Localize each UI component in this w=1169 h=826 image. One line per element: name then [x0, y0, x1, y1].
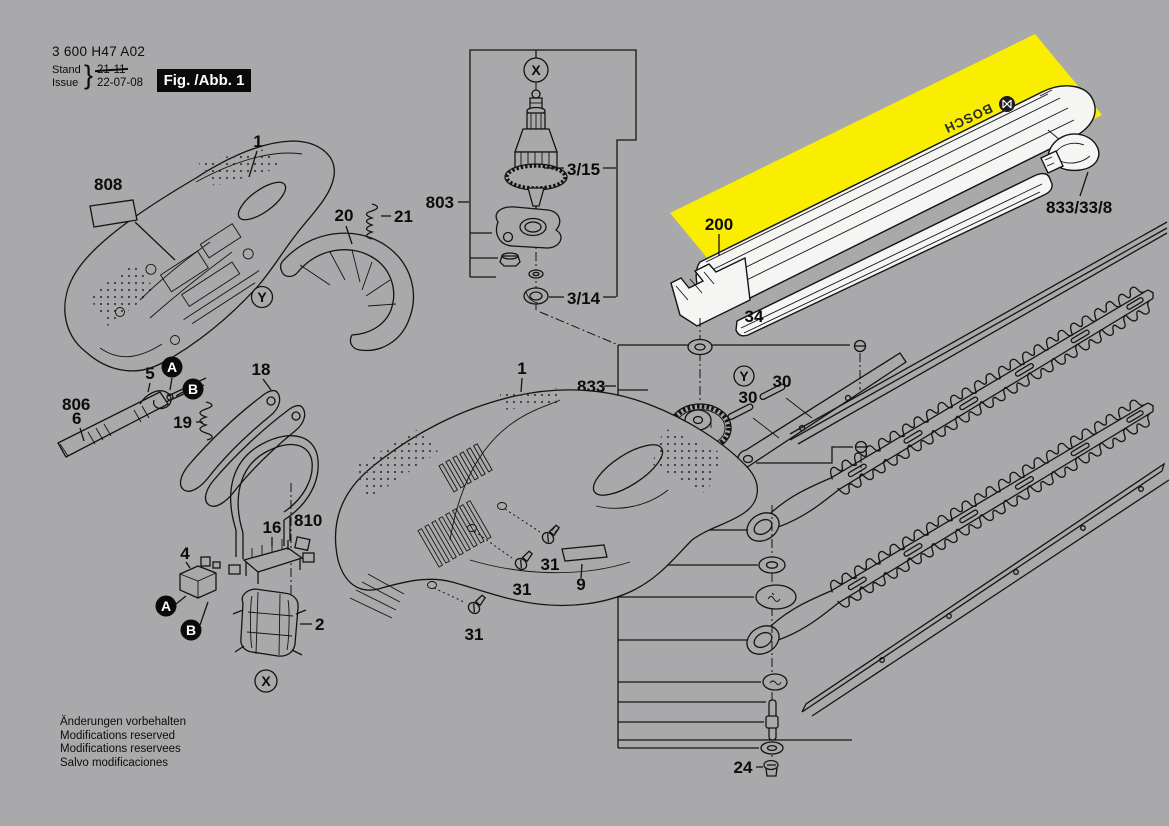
label-trigger-lever: 18: [252, 360, 271, 379]
svg-text:A: A: [167, 359, 177, 375]
svg-text:B: B: [186, 622, 196, 638]
label-motor-unit: 803: [426, 193, 454, 212]
guide-rail-34-drawing: [735, 172, 1053, 337]
nut-washer-bearing-drawing: [499, 252, 549, 305]
wing-nut-drawing: [1040, 133, 1100, 197]
spring-21-drawing: [365, 203, 379, 240]
mounting-plate-drawing: [495, 206, 562, 249]
label-bearing: 3/14: [567, 289, 601, 308]
detail-ref-b-upper: [182, 378, 204, 400]
cover-plate-9-drawing: [561, 544, 608, 579]
detail-ref-a-upper: [161, 356, 183, 378]
pin-30-upper-drawing: [759, 383, 786, 401]
pin-30-lower-drawing: [727, 403, 754, 421]
label-spring-21: 21: [394, 207, 413, 226]
label-cord-assembly: 806: [62, 395, 90, 414]
type-number: 3 600 H47 A02: [52, 44, 146, 59]
link-bar-drawing: [737, 352, 907, 469]
svg-text:X: X: [531, 62, 541, 78]
detail-ref-b-lower: [180, 619, 202, 641]
electronic-module-drawing: [228, 539, 315, 584]
stator-drawing: [232, 588, 307, 657]
svg-text:X: X: [261, 673, 271, 689]
label-suppressor: 810: [294, 511, 322, 530]
suppressor-drawing: [294, 536, 311, 552]
washer-chain-drawing: [755, 556, 797, 777]
notice-line-en: Modifications reserved: [60, 729, 176, 742]
stand-label: Stand: [52, 64, 81, 76]
spring-19-drawing: [199, 401, 213, 441]
handle-guard-20-drawing: [279, 232, 415, 352]
label-housing-right: 1: [517, 359, 526, 378]
svg-text:A: A: [161, 598, 171, 614]
label-electronic-module: 16: [263, 518, 282, 537]
modifications-notice: Änderungen vorbehalten Modifications res…: [60, 716, 186, 770]
label-screw-31-b: 31: [513, 580, 532, 599]
cable-clip-5-drawing: [139, 390, 172, 410]
bail-frame-drawing: [230, 435, 319, 534]
brace-glyph: }: [84, 60, 94, 90]
rail-screws-drawing: [756, 339, 868, 472]
bottom-support-rail-drawing: [801, 462, 1169, 717]
stand-date-struck: 21-11: [97, 64, 126, 76]
motor-assembly-803: X: [469, 49, 637, 345]
label-handle-guard: 20: [335, 206, 354, 225]
issue-label: Issue: [52, 77, 79, 89]
revision-dates: 21-11 22-07-08: [97, 64, 143, 90]
svg-text:Y: Y: [739, 368, 749, 384]
label-blade-guard: 200: [705, 215, 733, 234]
upper-rail-drawing: [789, 221, 1168, 445]
label-armature-set: 3/15: [567, 160, 600, 179]
detail-ref-a-lower: [155, 595, 177, 617]
label-cover-plate: 9: [576, 575, 585, 594]
issue-date: 22-07-08: [97, 77, 144, 89]
notice-line-es: Salvo modificaciones: [60, 756, 169, 769]
housing-half-right-drawing: [334, 388, 758, 619]
notice-line-fr: Modifications reservees: [60, 743, 181, 755]
switch-drawing: [179, 556, 221, 599]
label-screw-31-c: 31: [465, 625, 484, 644]
label-spring-19: 19: [173, 413, 192, 432]
svg-text:B: B: [188, 381, 198, 397]
label-guard-kit: 833/33/8: [1046, 198, 1112, 217]
svg-text:Y: Y: [257, 289, 267, 305]
cover-clip-end: [670, 256, 751, 327]
label-housing-left: 1: [253, 132, 262, 151]
detail-ref-y-right: [733, 365, 755, 387]
label-power-cord: 6: [72, 409, 81, 428]
label-nameplate: 808: [94, 175, 122, 194]
notice-line-de: Änderungen vorbehalten: [60, 716, 186, 728]
label-screw-31-a: 31: [541, 555, 560, 574]
detail-ref-y-left: [250, 285, 274, 309]
label-pin-30-a: 30: [773, 372, 792, 391]
screws-31-drawing: [433, 508, 561, 615]
label-cable-clip: 5: [145, 364, 154, 383]
stand-issue-labels: Stand Issue: [52, 64, 81, 90]
nameplate-808-drawing: [89, 199, 176, 261]
label-screw-24: 24: [734, 758, 753, 777]
figure-badge: Fig. /Abb. 1: [157, 69, 251, 92]
detail-ref-x-bottom: [254, 669, 278, 693]
armature-drawing: [504, 89, 568, 214]
label-pin-30-b: 30: [739, 388, 758, 407]
housing-half-left-drawing: [64, 140, 335, 372]
label-switch: 4: [180, 544, 190, 563]
label-stator: 2: [315, 615, 324, 634]
label-rail-34: 34: [745, 307, 764, 326]
trigger-lever-drawing: [179, 389, 319, 559]
